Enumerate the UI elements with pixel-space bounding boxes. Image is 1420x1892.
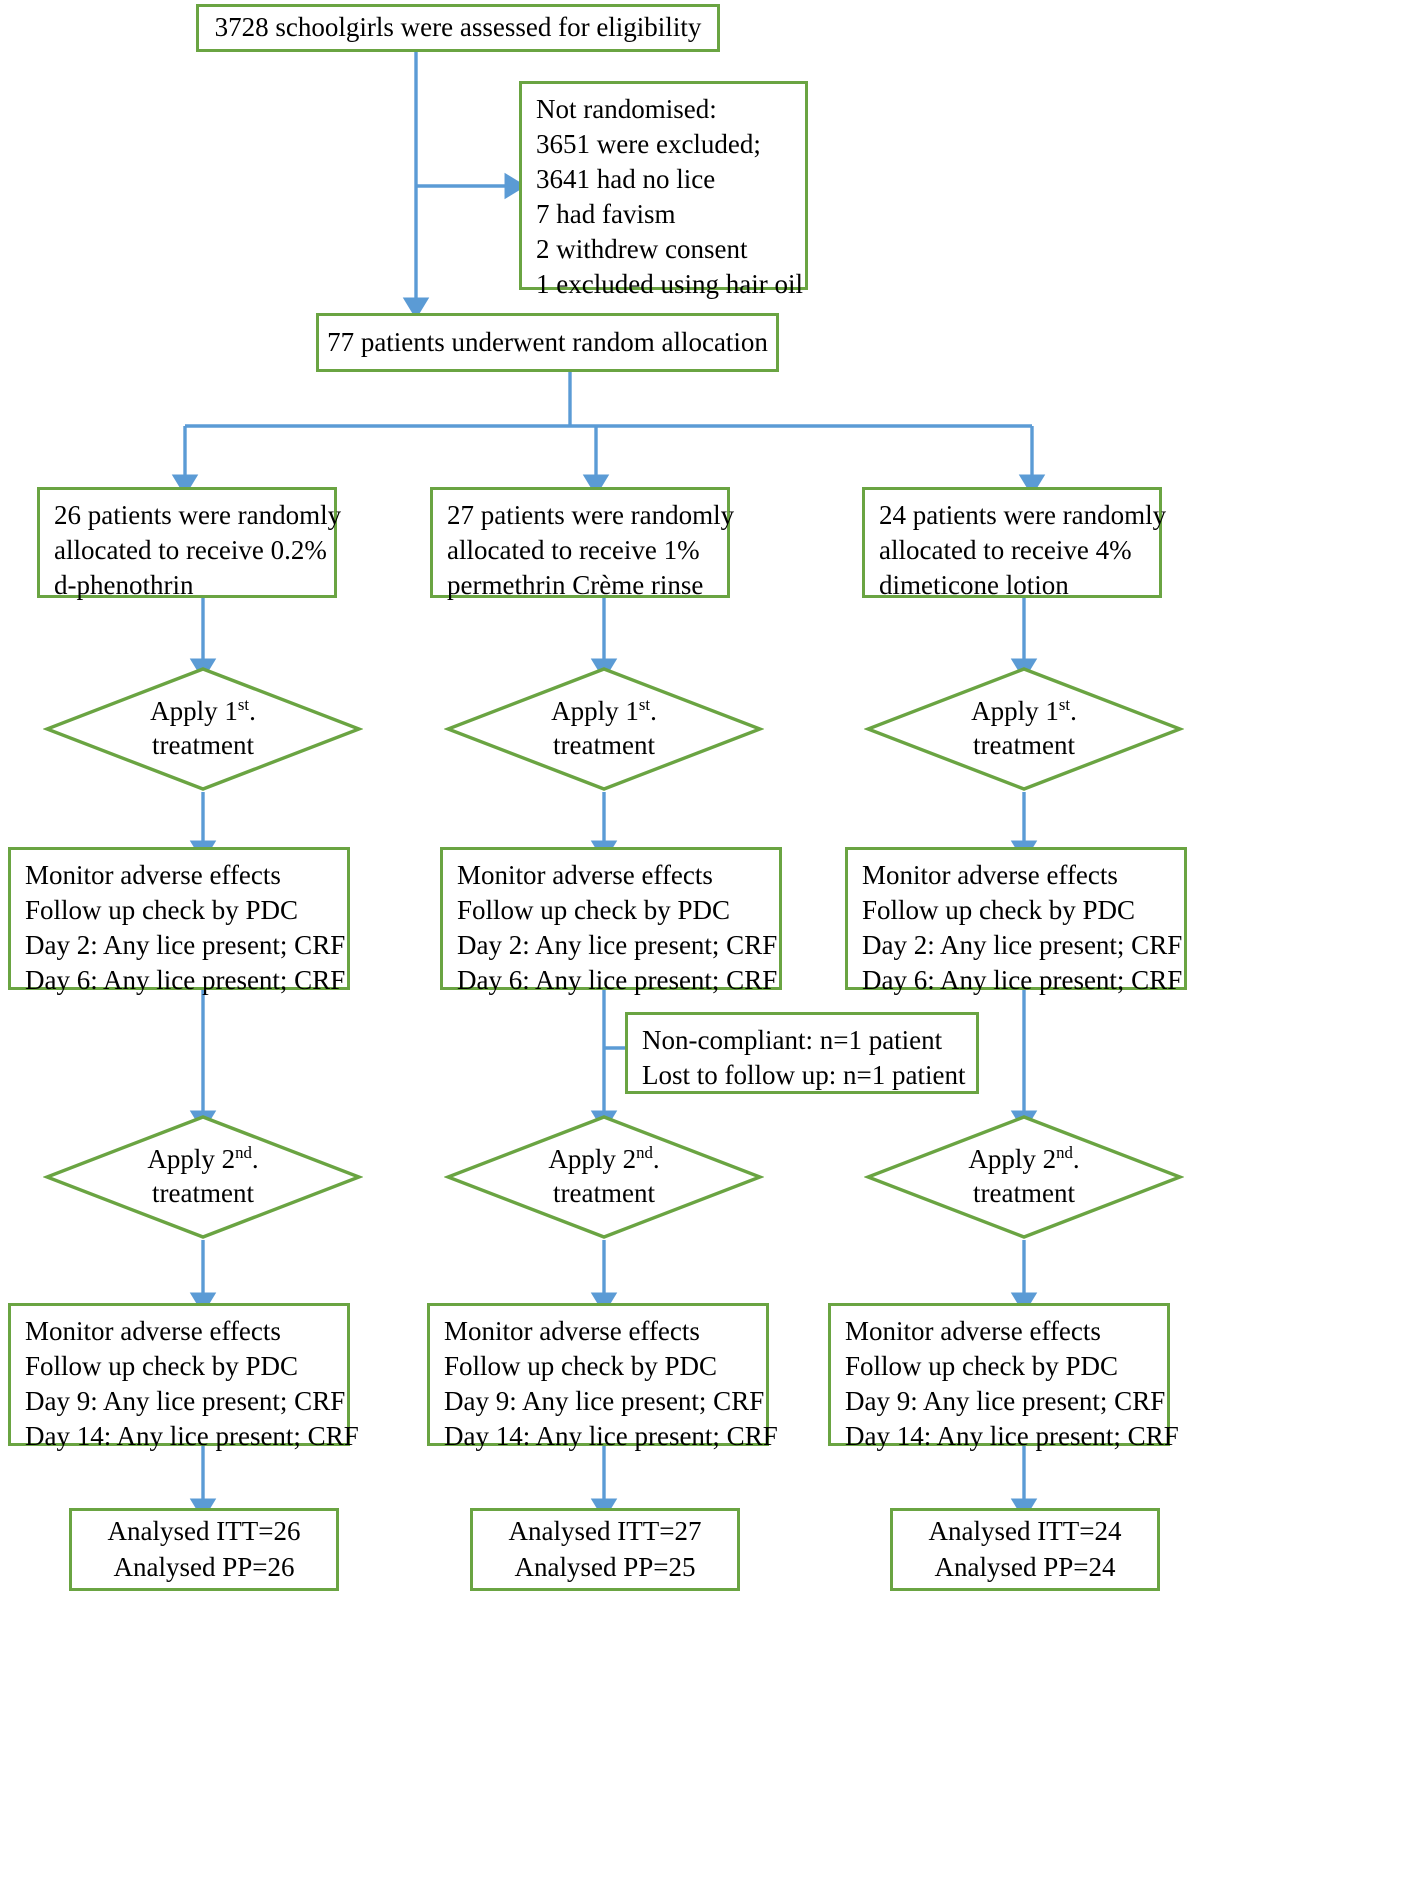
alloc1-line-2: allocated to receive 0.2% — [54, 535, 327, 566]
analysis-arm1-line-2: Analysed PP=26 — [113, 1551, 295, 1582]
analysis-arm3-line-2: Analysed PP=24 — [934, 1551, 1116, 1582]
diamond-shape — [43, 667, 363, 791]
box-followup1-arm-2: Monitor adverse effects Follow up check … — [440, 847, 782, 995]
box-followup2-arm-2: Monitor adverse effects Follow up check … — [427, 1303, 778, 1451]
analysis-arm2-line-1: Analysed ITT=27 — [508, 1516, 702, 1547]
fu2-arm3-line-3: Day 9: Any lice present; CRF — [845, 1386, 1166, 1417]
alloc3-line-2: allocated to receive 4% — [879, 535, 1132, 566]
diamond-treatment2-arm-3: Apply 2nd. treatment — [864, 1113, 1184, 1241]
fu2-arm2-line-1: Monitor adverse effects — [444, 1316, 700, 1346]
assessed-text: 3728 schoolgirls were assessed for eligi… — [214, 12, 702, 43]
excluded-line-2: 3651 were excluded; — [536, 129, 761, 160]
diamond-treatment1-arm-1: Apply 1st. treatment — [43, 665, 363, 793]
box-allocation-arm-2: 27 patients were randomly allocated to r… — [430, 487, 735, 600]
alloc2-line-1: 27 patients were randomly — [447, 500, 735, 530]
diamond-treatment2-arm-2: Apply 2nd. treatment — [444, 1113, 764, 1241]
fu2-arm1-line-3: Day 9: Any lice present; CRF — [25, 1386, 346, 1417]
box-allocation-arm-1: 26 patients were randomly allocated to r… — [37, 487, 342, 600]
alloc3-line-3: dimeticone lotion — [879, 570, 1069, 601]
diamond-shape — [864, 667, 1184, 791]
fu1-arm1-line-1: Monitor adverse effects — [25, 860, 281, 890]
diamond-treatment2-arm-1: Apply 2nd. treatment — [43, 1113, 363, 1241]
fu1-arm3-line-4: Day 6: Any lice present; CRF — [862, 965, 1183, 996]
diamond-shape — [43, 1115, 363, 1239]
box-analysis-arm-1: Analysed ITT=26 Analysed PP=26 — [69, 1508, 339, 1591]
fu2-arm3-line-1: Monitor adverse effects — [845, 1316, 1101, 1346]
fu2-arm3-line-2: Follow up check by PDC — [845, 1351, 1118, 1382]
excluded-line-1: Not randomised: — [536, 94, 717, 124]
fu2-arm1-line-4: Day 14: Any lice present; CRF — [25, 1421, 359, 1452]
box-losses-arm-2: Non-compliant: n=1 patient Lost to follo… — [625, 1012, 979, 1094]
fu1-arm2-line-2: Follow up check by PDC — [457, 895, 730, 926]
diamond-treatment1-arm-3: Apply 1st. treatment — [864, 665, 1184, 793]
diamond-shape — [444, 667, 764, 791]
alloc2-line-3: permethrin Crème rinse — [447, 570, 704, 601]
randomised-text: 77 patients underwent random allocation — [327, 326, 768, 357]
losses-arm2-line-2: Lost to follow up: n=1 patient — [642, 1060, 966, 1091]
analysis-arm3-line-1: Analysed ITT=24 — [928, 1516, 1122, 1547]
diamond-treatment1-arm-2: Apply 1st. treatment — [444, 665, 764, 793]
box-followup1-arm-1: Monitor adverse effects Follow up check … — [8, 847, 350, 995]
alloc1-line-1: 26 patients were randomly — [54, 500, 342, 530]
fu1-arm3-line-2: Follow up check by PDC — [862, 895, 1135, 926]
excluded-line-4: 7 had favism — [536, 199, 676, 230]
alloc2-line-2: allocated to receive 1% — [447, 535, 700, 566]
box-followup1-arm-3: Monitor adverse effects Follow up check … — [845, 847, 1187, 995]
diamond-shape — [444, 1115, 764, 1239]
excluded-line-5: 2 withdrew consent — [536, 234, 748, 265]
box-analysis-arm-2: Analysed ITT=27 Analysed PP=25 — [470, 1508, 740, 1591]
diamond-shape — [864, 1115, 1184, 1239]
box-allocation-arm-3: 24 patients were randomly allocated to r… — [862, 487, 1167, 600]
fu1-arm2-line-1: Monitor adverse effects — [457, 860, 713, 890]
fu2-arm1-line-2: Follow up check by PDC — [25, 1351, 298, 1382]
fu1-arm2-line-3: Day 2: Any lice present; CRF — [457, 930, 778, 961]
fu2-arm3-line-4: Day 14: Any lice present; CRF — [845, 1421, 1179, 1452]
alloc3-line-1: 24 patients were randomly — [879, 500, 1167, 530]
box-analysis-arm-3: Analysed ITT=24 Analysed PP=24 — [890, 1508, 1160, 1591]
fu2-arm2-line-3: Day 9: Any lice present; CRF — [444, 1386, 765, 1417]
analysis-arm2-line-2: Analysed PP=25 — [514, 1551, 696, 1582]
fu1-arm1-line-4: Day 6: Any lice present; CRF — [25, 965, 346, 996]
box-assessed-for-eligibility: 3728 schoolgirls were assessed for eligi… — [196, 4, 720, 52]
box-followup2-arm-1: Monitor adverse effects Follow up check … — [8, 1303, 359, 1451]
fu1-arm2-line-4: Day 6: Any lice present; CRF — [457, 965, 778, 996]
excluded-line-3: 3641 had no lice — [536, 164, 716, 195]
fu1-arm1-line-2: Follow up check by PDC — [25, 895, 298, 926]
fu2-arm2-line-2: Follow up check by PDC — [444, 1351, 717, 1382]
alloc1-line-3: d-phenothrin — [54, 570, 194, 601]
box-random-allocation: 77 patients underwent random allocation — [316, 313, 779, 372]
fu2-arm1-line-1: Monitor adverse effects — [25, 1316, 281, 1346]
excluded-line-6: 1 excluded using hair oil — [536, 269, 803, 300]
fu1-arm3-line-3: Day 2: Any lice present; CRF — [862, 930, 1183, 961]
analysis-arm1-line-1: Analysed ITT=26 — [107, 1516, 301, 1547]
losses-arm2-line-1: Non-compliant: n=1 patient — [642, 1025, 943, 1055]
box-not-randomised: Not randomised: 3651 were excluded; 3641… — [519, 81, 808, 299]
fu1-arm1-line-3: Day 2: Any lice present; CRF — [25, 930, 346, 961]
fu2-arm2-line-4: Day 14: Any lice present; CRF — [444, 1421, 778, 1452]
box-followup2-arm-3: Monitor adverse effects Follow up check … — [828, 1303, 1179, 1451]
fu1-arm3-line-1: Monitor adverse effects — [862, 860, 1118, 890]
